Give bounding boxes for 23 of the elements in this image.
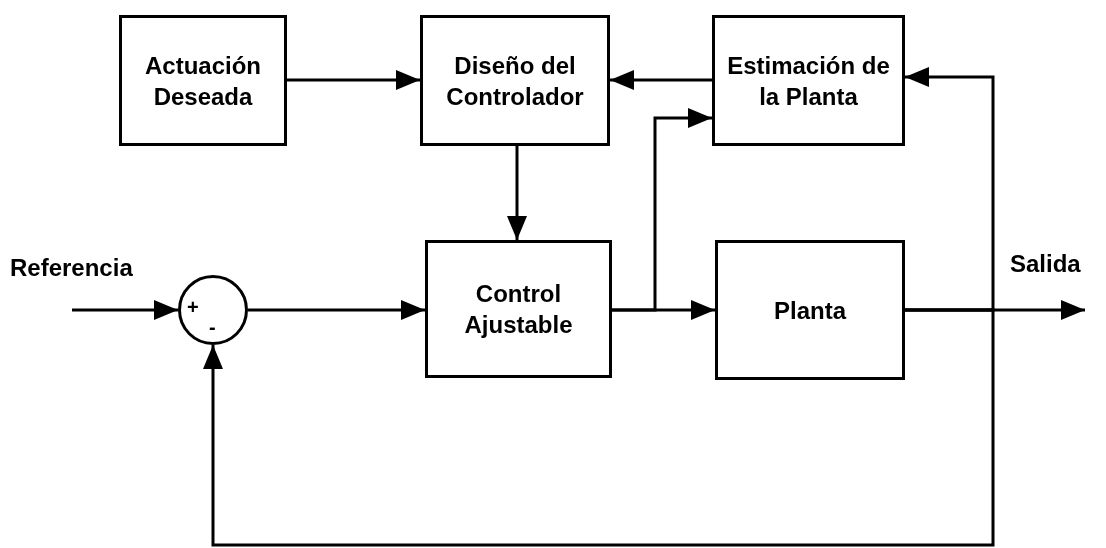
arrow — [612, 108, 712, 312]
arrow — [507, 146, 527, 240]
signal-label: Referencia — [10, 254, 133, 282]
summing-junction — [178, 275, 248, 345]
block-label: Planta — [773, 295, 848, 326]
sign-label: + — [187, 297, 199, 317]
block-box — [420, 15, 610, 146]
block-box — [712, 15, 905, 146]
block-box — [715, 240, 905, 380]
arrow — [203, 308, 995, 547]
arrow — [905, 67, 995, 312]
signal-label: Salida — [1010, 250, 1081, 278]
arrow — [287, 70, 420, 90]
block-label: Estimación de la Planta — [726, 50, 891, 112]
arrow — [72, 300, 178, 320]
block-box — [425, 240, 612, 378]
block-label: Control Ajustable — [463, 279, 574, 340]
arrow — [248, 300, 425, 320]
sign-label: - — [209, 317, 216, 337]
block-label: Diseño del Controlador — [445, 50, 585, 112]
block-label: Actuación Deseada — [144, 50, 262, 112]
block-box — [119, 15, 287, 146]
arrow — [610, 70, 712, 90]
